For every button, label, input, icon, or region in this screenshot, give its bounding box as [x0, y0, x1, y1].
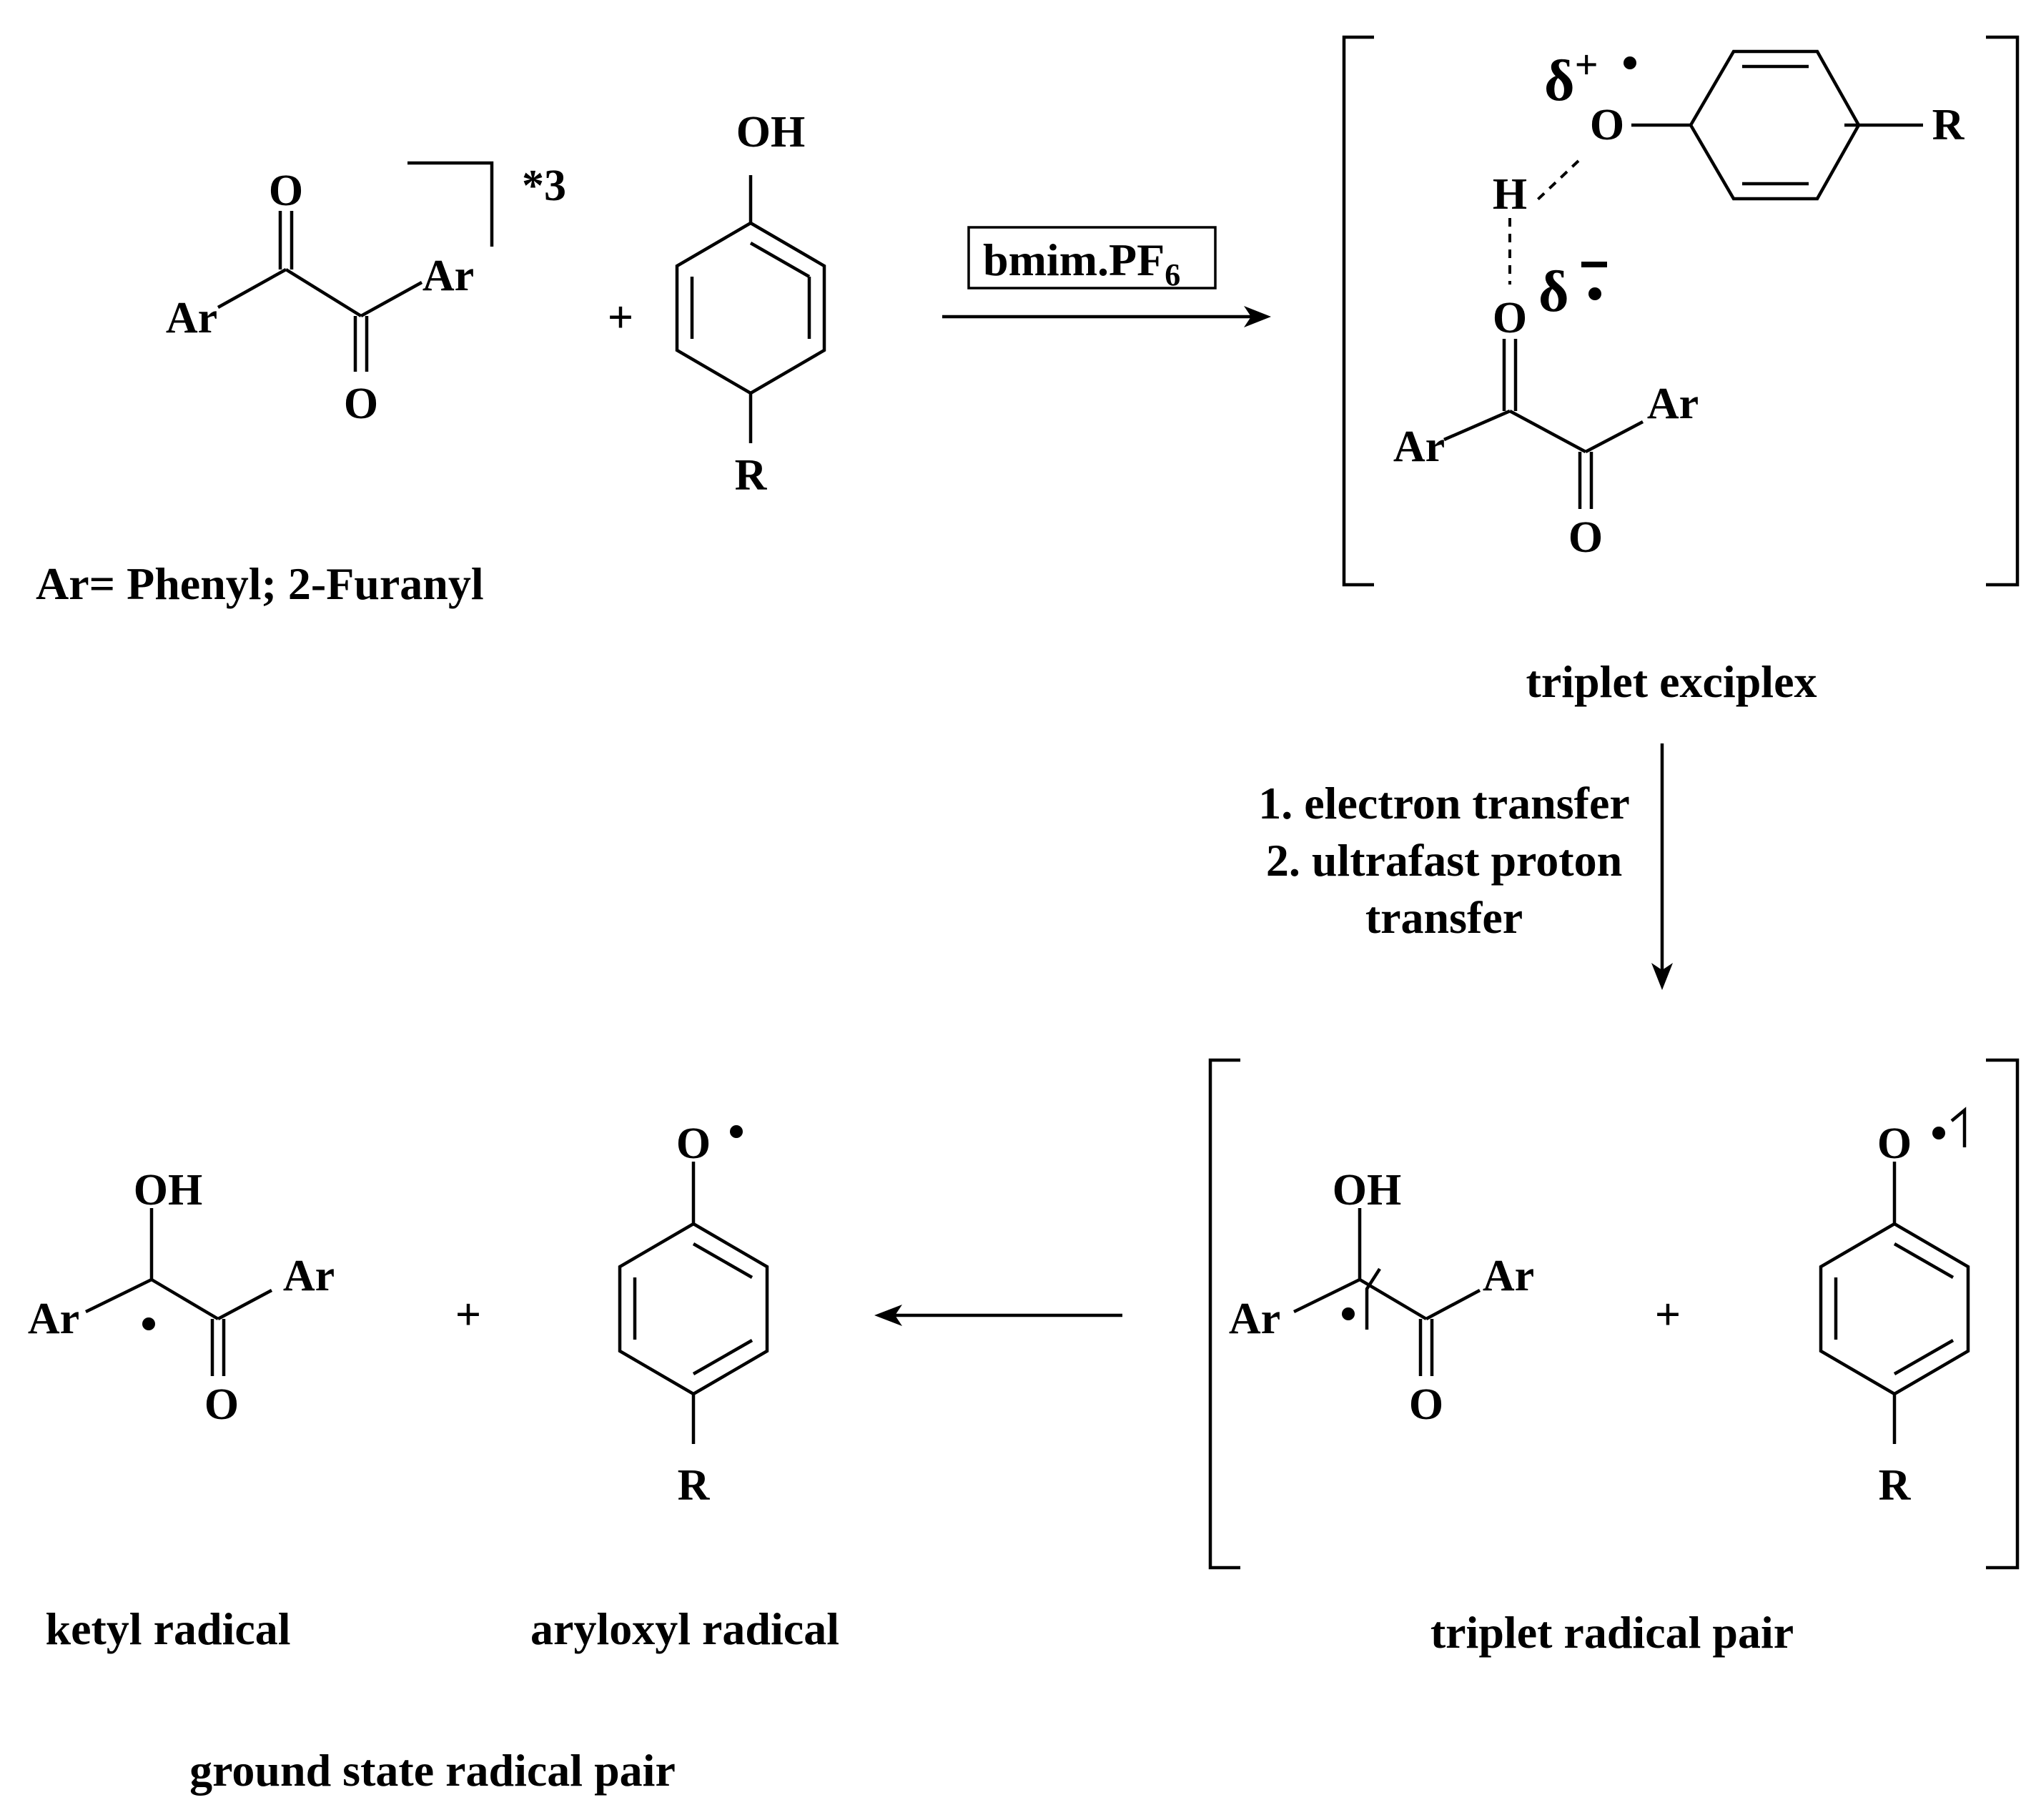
bond [1443, 409, 1511, 442]
arrow-head [1651, 963, 1673, 990]
atom-r: R [678, 1461, 711, 1510]
atom-ar-left: Ar [1229, 1295, 1280, 1343]
reactant-phenol: OH R [675, 108, 826, 500]
atom-ar-right: Ar [422, 252, 474, 300]
bond [85, 1277, 152, 1314]
caption-aryloxyl-radical: aryloxyl radical [530, 1603, 839, 1654]
bracket-left [1208, 1058, 1240, 1570]
benzene-ring [618, 1222, 769, 1396]
atom-r: R [1879, 1461, 1912, 1510]
atom-o-radical: O [676, 1119, 711, 1168]
bond [1425, 1289, 1481, 1320]
atom-o-top: O [269, 167, 303, 215]
plus-sign: + [1655, 1289, 1681, 1340]
bond [1358, 1278, 1428, 1320]
plus-sign: + [455, 1289, 481, 1340]
radical-dot [1588, 287, 1601, 300]
atom-h: H [1493, 170, 1527, 219]
bracket-right [1986, 1058, 2020, 1570]
triplet-radical-pair: OH Ar Ar O + O R [1208, 1058, 2020, 1570]
excited-state-label: *3 [522, 162, 566, 210]
reaction-arrow-down: 1. electron transfer 2. ultrafast proton… [1258, 743, 1673, 990]
bond [749, 242, 811, 278]
bracket-left [1342, 35, 1374, 587]
radical-dot [1342, 1307, 1355, 1320]
bond [1584, 420, 1644, 453]
delta-plus: δ+ [1544, 41, 1598, 113]
atom-ar-left: Ar [28, 1295, 79, 1343]
bond [1293, 1277, 1360, 1314]
atom-r: R [735, 451, 768, 500]
benzene-ring [1819, 1222, 1970, 1396]
reactant-diketone: O O Ar Ar *3 [166, 161, 566, 428]
atom-o-radical: O [1877, 1119, 1912, 1168]
atom-o-bottom: O [204, 1380, 239, 1429]
arrow-head [1244, 306, 1271, 327]
arrow-head [874, 1305, 902, 1326]
benzene-ring [1689, 49, 1861, 201]
step-line-2: 2. ultrafast proton [1266, 835, 1622, 886]
negative-charge [1581, 262, 1607, 267]
bond [1893, 1242, 1955, 1279]
bond [150, 1278, 219, 1320]
bond [217, 1289, 273, 1320]
atom-o-bottom: O [1568, 513, 1603, 562]
radical-dot [730, 1125, 743, 1138]
triplet-exciplex: O R δ+ H O δ Ar Ar O [1342, 35, 2020, 587]
ground-state-radical-pair: OH Ar Ar O + O R [28, 1119, 769, 1510]
bond [692, 1339, 753, 1375]
bond [217, 268, 287, 309]
atom-r: R [1932, 101, 1965, 149]
atom-ar-left: Ar [1393, 422, 1445, 471]
reaction-arrow-left [874, 1305, 1122, 1326]
radical-dot [1932, 1127, 1945, 1139]
radical-dot [142, 1317, 155, 1330]
excited-state-bracket [407, 161, 494, 247]
caption-ketyl-radical: ketyl radical [45, 1603, 290, 1654]
bracket-right [1986, 35, 2020, 587]
step-line-3: transfer [1365, 892, 1523, 943]
bond [1893, 1339, 1955, 1375]
caption-triplet-exciplex: triplet exciplex [1526, 656, 1817, 707]
bond [360, 281, 423, 317]
solvent-label: bmim.PF6 [983, 234, 1180, 292]
atom-ar-right: Ar [1647, 380, 1699, 428]
atom-ar-right: Ar [283, 1252, 335, 1300]
atom-o-bottom: O [1409, 1380, 1443, 1429]
bond [1508, 410, 1587, 453]
caption-ground-state-radical-pair: ground state radical pair [189, 1745, 676, 1796]
bond [285, 268, 362, 317]
solvent-box [967, 226, 1217, 290]
atom-oh: OH [134, 1166, 202, 1215]
benzene-ring [675, 221, 826, 395]
spin-arrow [1365, 1267, 1381, 1330]
plus-sign: + [608, 292, 633, 342]
atom-ar-right: Ar [1483, 1252, 1534, 1300]
atom-oh: OH [736, 108, 805, 157]
atom-o-bottom: O [344, 380, 378, 428]
radical-dot [1624, 56, 1636, 69]
step-line-1: 1. electron transfer [1258, 778, 1630, 829]
bond [692, 1242, 753, 1279]
hydrogen-bond [1536, 159, 1580, 202]
atom-ar-left: Ar [166, 294, 217, 342]
spin-arrow [1950, 1107, 1967, 1147]
ar-definition: Ar= Phenyl; 2-Furanyl [36, 558, 484, 609]
atom-o-carbonyl: O [1493, 294, 1527, 342]
atom-oh: OH [1333, 1166, 1401, 1215]
caption-triplet-radical-pair: triplet radical pair [1430, 1607, 1794, 1658]
atom-o-phenol: O [1590, 101, 1624, 149]
delta-minus: δ [1538, 259, 1569, 324]
reaction-arrow-solvent: bmim.PF6 [942, 226, 1271, 327]
